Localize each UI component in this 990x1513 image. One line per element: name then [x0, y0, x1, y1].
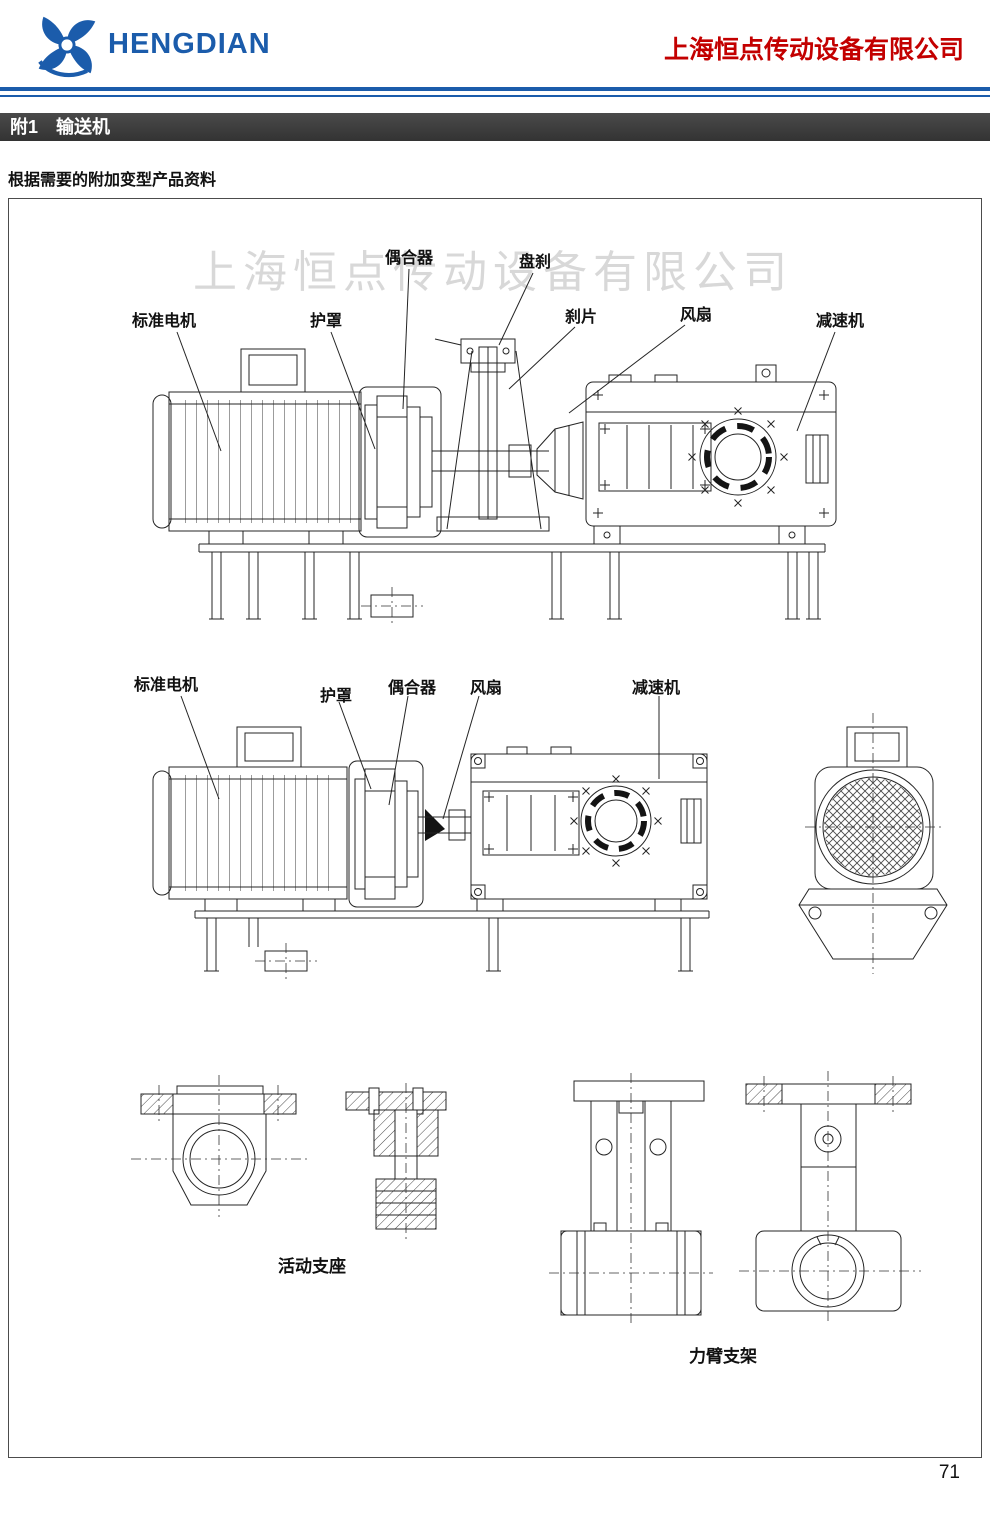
- section-subtitle: 根据需要的附加变型产品资料: [8, 172, 217, 189]
- header-rule-thin: [0, 95, 990, 97]
- coupling-middle: [348, 760, 424, 908]
- brand-name: HENGDIAN: [108, 28, 271, 60]
- company-name: 上海恒点传动设备有限公司: [663, 37, 964, 64]
- label-guard-middle: 护罩: [320, 686, 352, 705]
- label-brake-pad: 刹片: [565, 307, 597, 326]
- label-coupling-top: 偶合器: [385, 248, 434, 267]
- label-disc-brake: 盘刹: [519, 252, 551, 271]
- label-guard-top: 护罩: [310, 311, 342, 330]
- label-motor-top: 标准电机: [131, 311, 196, 330]
- leader-lines-top: [176, 268, 836, 452]
- movable-support-section-view: [345, 1083, 447, 1239]
- label-fan-middle: 风扇: [470, 678, 502, 697]
- header-rule-thick: [0, 87, 990, 91]
- technical-drawing: 上海恒点传动设备有限公司: [131, 248, 948, 1366]
- hengdian-logo-icon: [34, 12, 100, 78]
- section-title: 附1 输送机: [10, 117, 111, 137]
- watermark-text: 上海恒点传动设备有限公司: [193, 248, 793, 297]
- caption-torque-arm: 力臂支架: [689, 1346, 757, 1366]
- reducer-top: [585, 364, 837, 545]
- fan-wedge: [425, 809, 445, 841]
- torque-arm-side-view: [739, 1071, 921, 1325]
- movable-support-front-view: [131, 1075, 307, 1217]
- section-title-bar: 附1 输送机: [0, 113, 990, 141]
- label-fan-top: 风扇: [680, 305, 712, 324]
- label-reducer-middle: 减速机: [632, 678, 680, 697]
- label-coupling-middle: 偶合器: [388, 678, 437, 697]
- page-number: 71: [938, 1462, 960, 1483]
- motor-end-view: [798, 713, 948, 974]
- assembly-top-view: 偶合器 盘刹 标准电机 护罩 刹片 风扇 减速机: [131, 248, 864, 625]
- motor-middle: [152, 726, 348, 912]
- reducer-middle: [470, 746, 708, 912]
- label-motor-middle: 标准电机: [133, 675, 198, 694]
- leader-lines-middle: [180, 695, 660, 820]
- coupling-top: [358, 386, 442, 538]
- assembly-middle-view: 标准电机 护罩 偶合器 风扇 减速机: [133, 675, 948, 979]
- motor-top: [152, 348, 362, 545]
- disc-brake: [434, 338, 550, 532]
- caption-movable-support: 活动支座: [278, 1256, 346, 1276]
- label-reducer-top: 减速机: [816, 311, 864, 330]
- torque-arm-front-view: [549, 1073, 713, 1327]
- figure-frame: 上海恒点传动设备有限公司: [8, 198, 982, 1458]
